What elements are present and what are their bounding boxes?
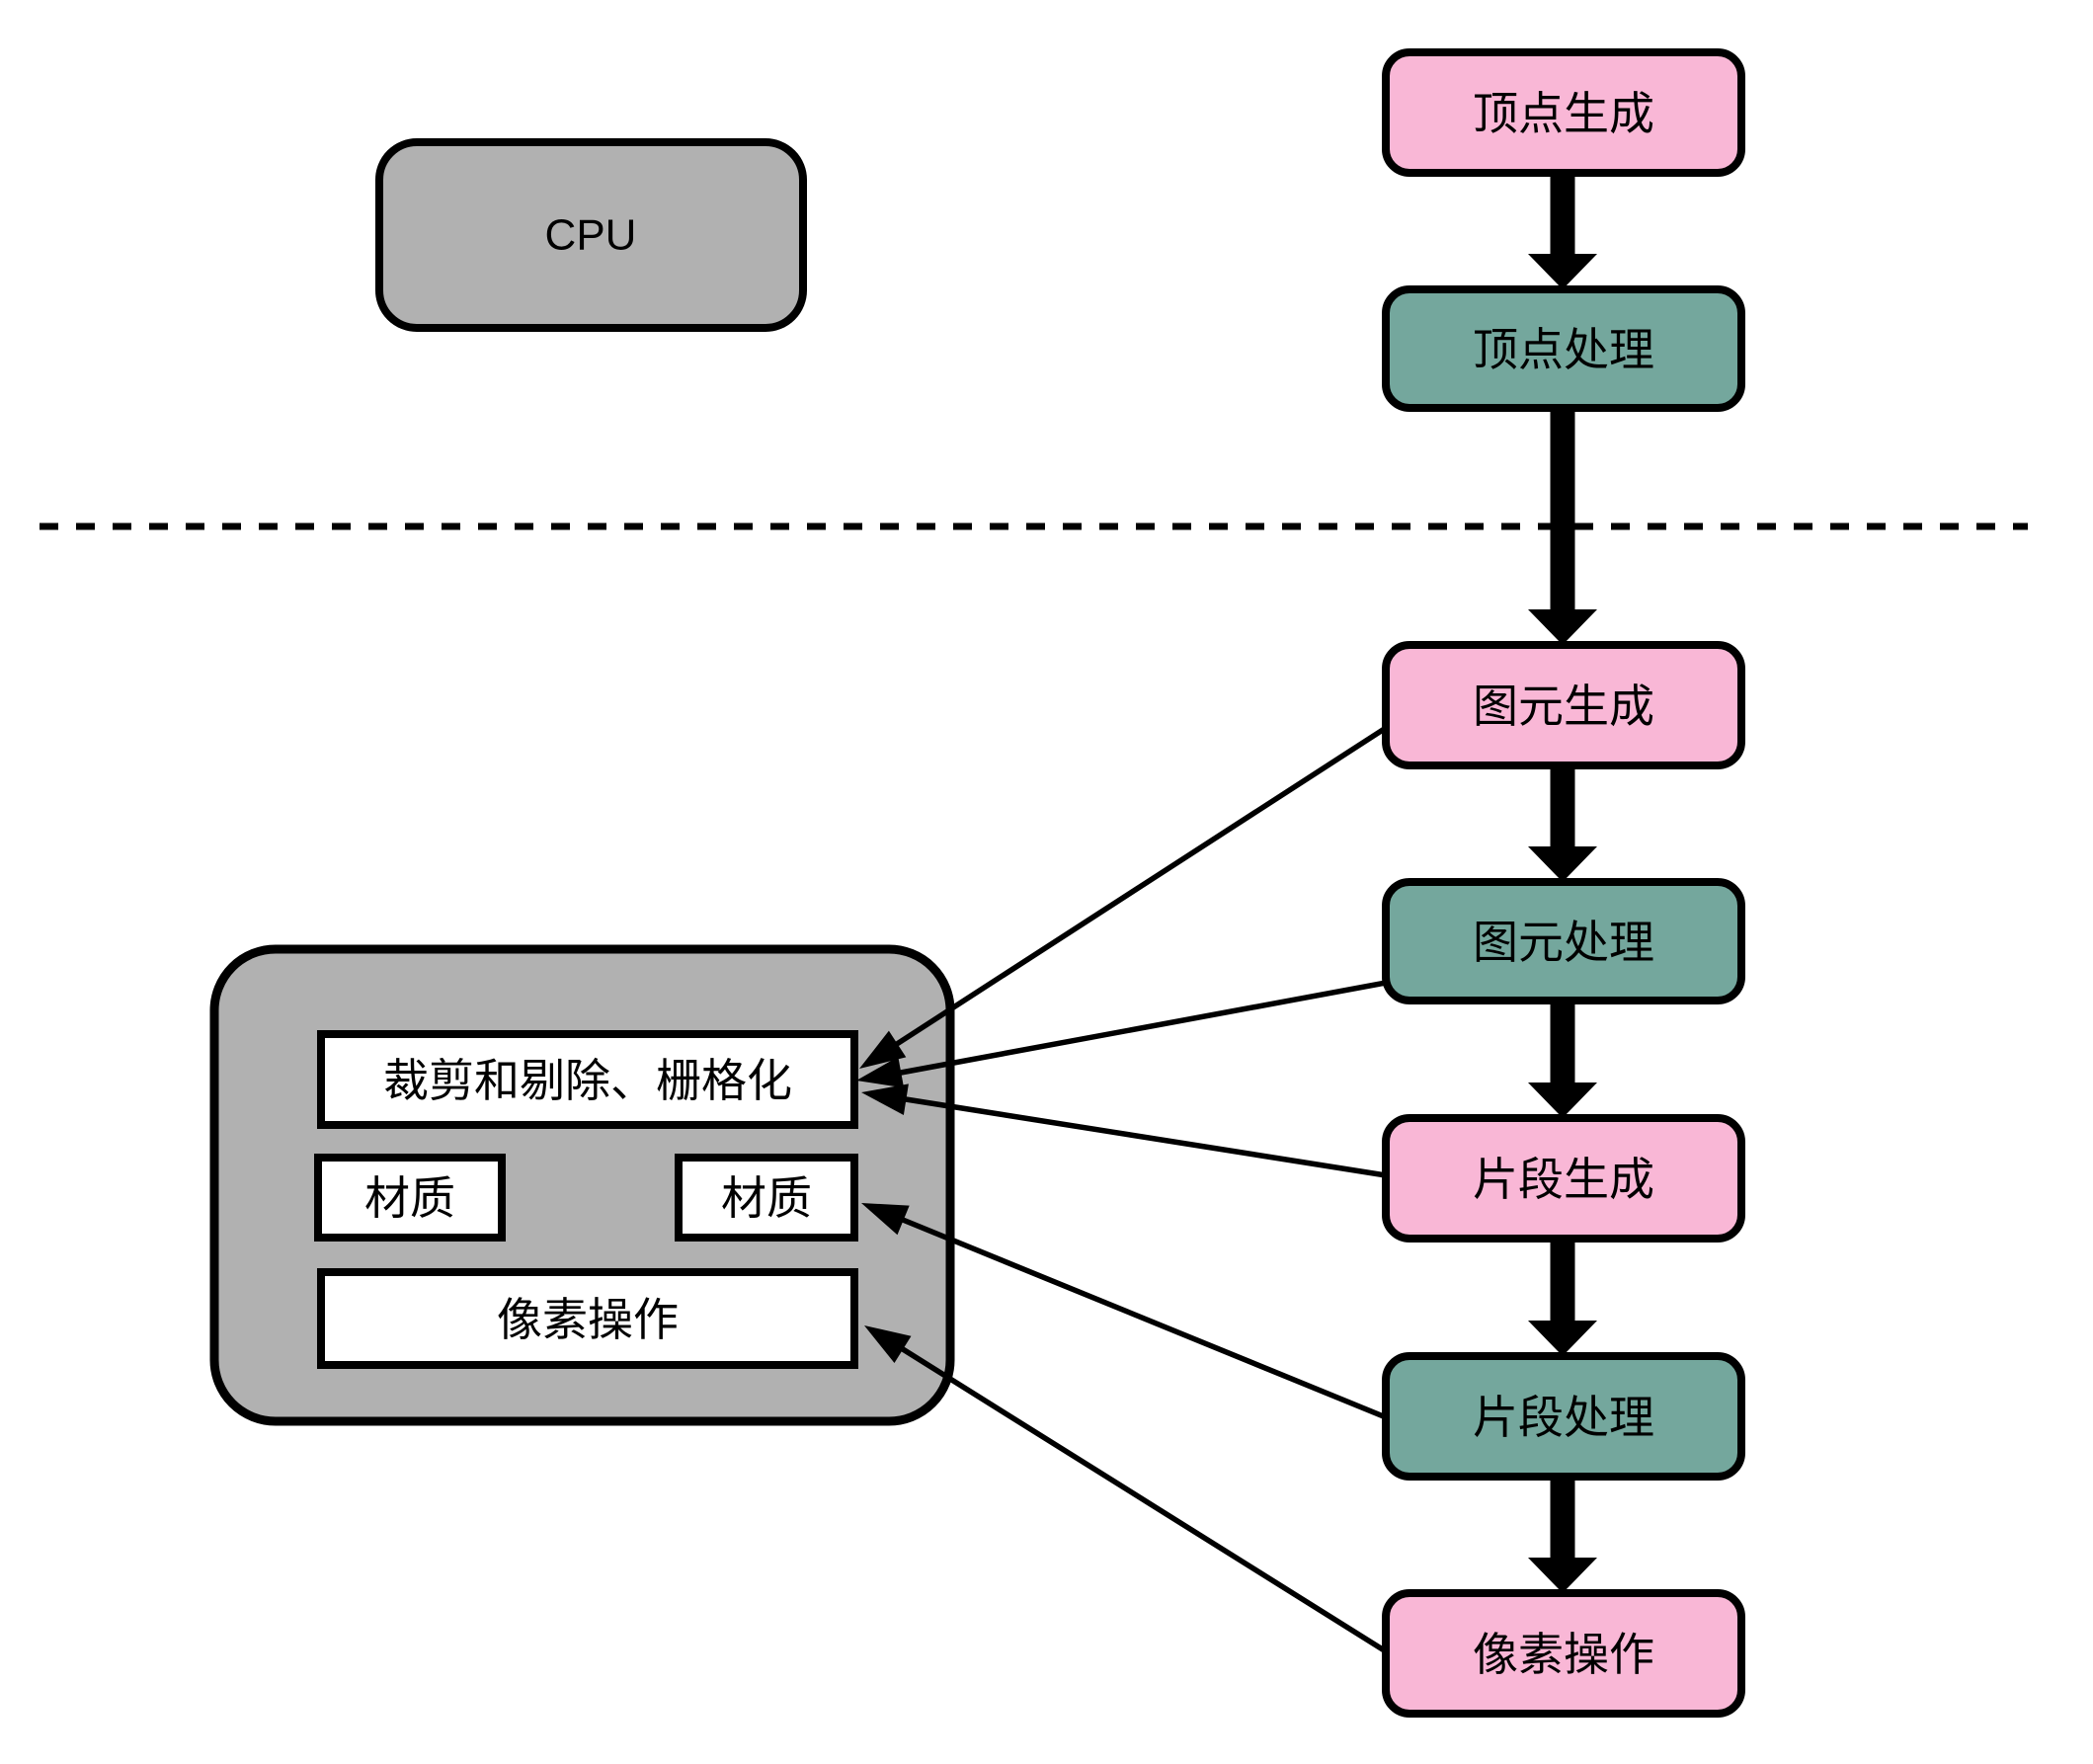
pipeline-node-primitive-generation: 图元生成 <box>1382 641 1745 769</box>
arrow-primitive-proc-to-clip-box <box>856 980 1387 1088</box>
primitive-generation-label: 图元生成 <box>1473 681 1654 732</box>
arrow-fragment-proc-to-texture-right-box <box>861 1203 1388 1420</box>
pipeline-node-pixel-operations: 像素操作 <box>1382 1589 1745 1718</box>
texture-left-label: 材质 <box>364 1172 455 1224</box>
pixel-operations-shape <box>1382 1589 1745 1718</box>
pixel-ops-inner-label: 像素操作 <box>497 1294 679 1345</box>
texture-right-label: 材质 <box>721 1172 812 1224</box>
arrow-fragment-gen-to-clip-box <box>861 1083 1387 1178</box>
fragment-processing-label: 片段处理 <box>1473 1392 1654 1443</box>
cpu-node: CPU <box>375 138 807 332</box>
fragment-generation-label: 片段生成 <box>1473 1154 1654 1205</box>
arrow-primitive-gen-to-clip-box <box>859 725 1388 1069</box>
pipeline-node-primitive-processing: 图元处理 <box>1382 878 1745 1004</box>
clip-cull-raster-label: 裁剪和剔除、栅格化 <box>383 1055 792 1106</box>
pipeline-node-vertex-processing: 顶点处理 <box>1382 285 1745 412</box>
arrow-pixel-ops-to-pixel-ops-inner-box <box>864 1325 1388 1654</box>
arrow-fragment-proc-to-pixel-ops <box>1528 1477 1597 1593</box>
cpu-node-label: CPU <box>545 211 637 260</box>
pipeline-node-vertex-generation: 顶点生成 <box>1382 48 1745 177</box>
gpu-block: 裁剪和剔除、栅格化 材质 材质 像素操作 <box>209 944 955 1426</box>
vertex-generation-label: 顶点生成 <box>1473 88 1654 139</box>
pipeline-node-fragment-processing: 片段处理 <box>1382 1352 1745 1481</box>
texture-right-box <box>675 1154 858 1242</box>
arrow-primitive-gen-to-primitive-proc <box>1528 765 1597 882</box>
cpu-node-shape <box>375 138 807 332</box>
pipeline-node-fragment-generation: 片段生成 <box>1382 1114 1745 1243</box>
primitive-processing-label: 图元处理 <box>1473 917 1654 968</box>
vertex-processing-label: 顶点处理 <box>1473 324 1654 375</box>
texture-left-box <box>314 1154 506 1242</box>
pixel-operations-label: 像素操作 <box>1473 1629 1654 1680</box>
clip-cull-raster-box <box>317 1030 858 1129</box>
arrow-vertex-gen-to-vertex-proc <box>1528 173 1597 289</box>
arrow-primitive-proc-to-fragment-gen <box>1528 1001 1597 1118</box>
arrow-fragment-gen-to-fragment-proc <box>1528 1239 1597 1356</box>
pixel-ops-inner-box <box>317 1268 858 1369</box>
arrow-vertex-proc-to-primitive-gen <box>1528 407 1597 645</box>
